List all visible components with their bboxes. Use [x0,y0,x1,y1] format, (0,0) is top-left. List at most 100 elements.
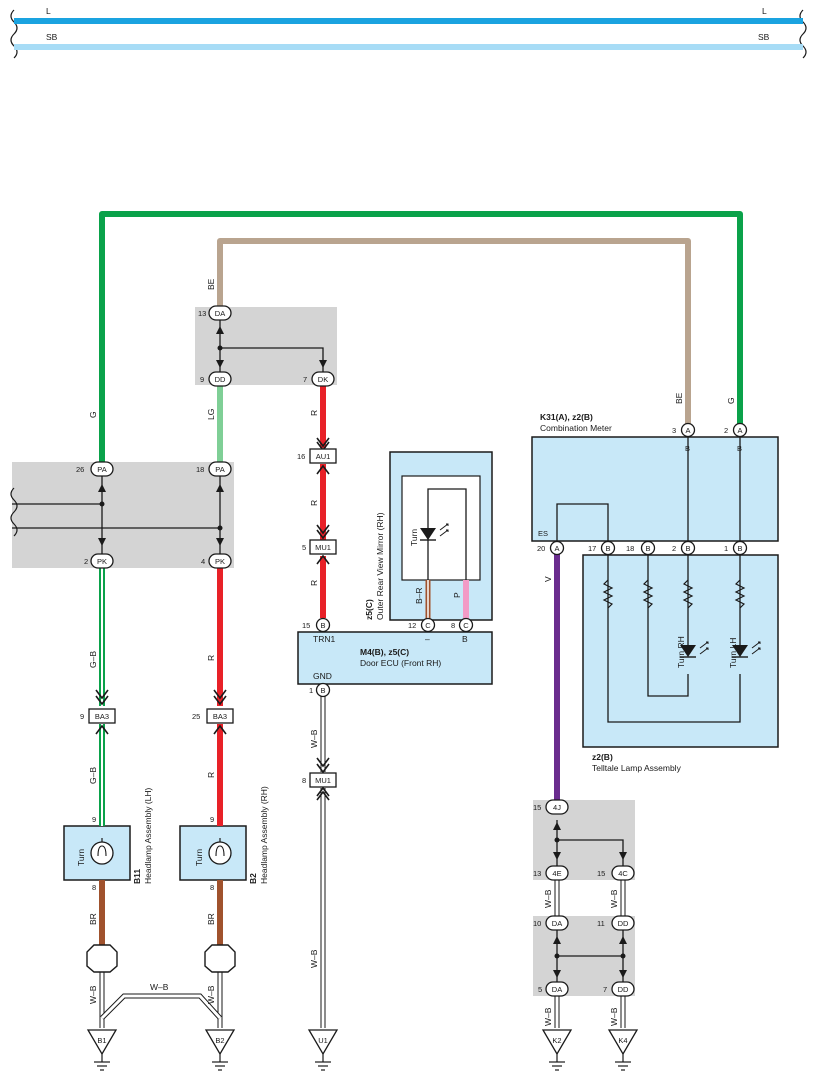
led-mirror-icon [420,523,449,541]
bus-label-l-left: L [46,6,51,16]
svg-text:DD: DD [618,919,629,928]
svg-text:A: A [737,426,742,435]
socket-ecu-15: B [315,617,331,633]
junction-dk: DK [311,371,335,387]
junction-dd-low1: DD [611,915,635,931]
svg-text:C: C [463,621,469,630]
svg-text:8: 8 [92,883,96,892]
socket-ecu-1: B [315,682,331,698]
junction-4j: 4J [545,799,569,815]
svg-text:4E: 4E [552,869,561,878]
svg-text:W–B: W–B [206,985,216,1004]
svg-text:R: R [309,410,319,416]
svg-text:B1: B1 [97,1036,106,1045]
junction-4e: 4E [545,865,569,881]
svg-text:13: 13 [198,309,206,318]
svg-text:13: 13 [533,869,541,878]
svg-text:9: 9 [92,815,96,824]
bus-label-l-right: L [762,6,767,16]
svg-text:8: 8 [210,883,214,892]
svg-text:9: 9 [200,375,204,384]
mirror-inner-box [401,475,481,581]
ground-b2-icon: B2 [204,1029,236,1071]
socket-meter-20: A [549,540,565,556]
svg-text:17: 17 [588,544,596,553]
resistor-icons [602,579,746,609]
door-ecu-box [297,631,493,685]
headlamp-rh-code: B2 [248,873,258,884]
svg-text:MU1: MU1 [315,776,331,785]
socket-meter-3: A [680,422,696,438]
wires [99,211,743,1028]
junction-pa-rh: PA [208,461,232,477]
svg-text:8: 8 [302,776,306,785]
wire-g [99,211,743,463]
bulb-lh-icon [90,838,114,865]
svg-text:2: 2 [724,426,728,435]
svg-text:1: 1 [724,544,728,553]
svg-text:25: 25 [192,712,200,721]
meter-es: ES [538,529,548,538]
resistor-1-icon [734,579,746,609]
headlamp-rh-name: Headlamp Assembly (RH) [259,786,269,884]
svg-text:10: 10 [533,919,541,928]
svg-text:PK: PK [215,557,225,566]
svg-text:15: 15 [302,621,310,630]
svg-text:16: 16 [297,452,305,461]
socket-meter-2: A [732,422,748,438]
svg-text:G: G [726,397,736,404]
headlamp-lh-code: B11 [132,869,142,884]
svg-text:5: 5 [538,985,542,994]
svg-text:W–B: W–B [543,1007,553,1026]
svg-text:4C: 4C [618,869,628,878]
svg-text:2: 2 [84,557,88,566]
chevrons [95,437,330,801]
led-turn-lh-icon [732,641,761,658]
ground-k4-icon: K4 [607,1029,639,1071]
svg-text:BR: BR [88,913,98,925]
bus-label-sb-right: SB [758,32,770,42]
svg-text:K2: K2 [552,1036,561,1045]
svg-text:B: B [685,544,690,553]
telltale-turn-rh: Turn RH [676,636,686,668]
svg-text:W–B: W–B [543,889,553,908]
svg-text:12: 12 [408,621,416,630]
headlamp-lh-name: Headlamp Assembly (LH) [143,787,153,884]
resistor-2-icon [682,579,694,609]
svg-text:B–R: B–R [414,587,424,604]
ecu-minus: – [425,634,430,644]
telltale-name: Telltale Lamp Assembly [592,763,682,773]
svg-text:18: 18 [196,465,204,474]
modules [63,436,779,881]
svg-text:U1: U1 [318,1036,328,1045]
connector-ba3-rh: BA3 [206,708,234,724]
ecu-labels: TRN1 M4(B), z5(C) Door ECU (Front RH) GN… [313,634,468,681]
connector-mu1-b: MU1 [309,772,337,788]
svg-text:18: 18 [626,544,634,553]
junction-da-low2: DA [545,981,569,997]
svg-text:PA: PA [97,465,106,474]
ecu-gnd: GND [313,671,332,681]
inline-connectors: AU1 MU1 MU1 BA3 BA3 [88,448,337,788]
svg-text:W–B: W–B [609,889,619,908]
svg-text:4: 4 [201,557,205,566]
svg-text:DD: DD [618,985,629,994]
wire-color-labels: G G BE BE LG R R R R R G–B G–B BR BR W–B… [88,278,736,1026]
led-turn-rh-icon [680,641,709,658]
svg-text:R: R [309,580,319,586]
svg-text:B2: B2 [215,1036,224,1045]
svg-text:BA3: BA3 [95,712,109,721]
bulb-rh-icon [208,838,232,865]
svg-text:B: B [320,686,325,695]
junction-dd-low2: DD [611,981,635,997]
ecu-code: M4(B), z5(C) [360,647,409,657]
wire-wb-group [99,693,626,1028]
svg-text:C: C [425,621,431,630]
svg-text:G–B: G–B [88,651,98,668]
junction-da-low1: DA [545,915,569,931]
svg-text:3: 3 [672,426,676,435]
socket-ecu-12: C [420,617,436,633]
mirror-labels: z5(C) Outer Rear View Mirror (RH) Turn [364,512,419,620]
svg-text:W–B: W–B [150,982,169,992]
splice-lh-icon [86,944,118,973]
